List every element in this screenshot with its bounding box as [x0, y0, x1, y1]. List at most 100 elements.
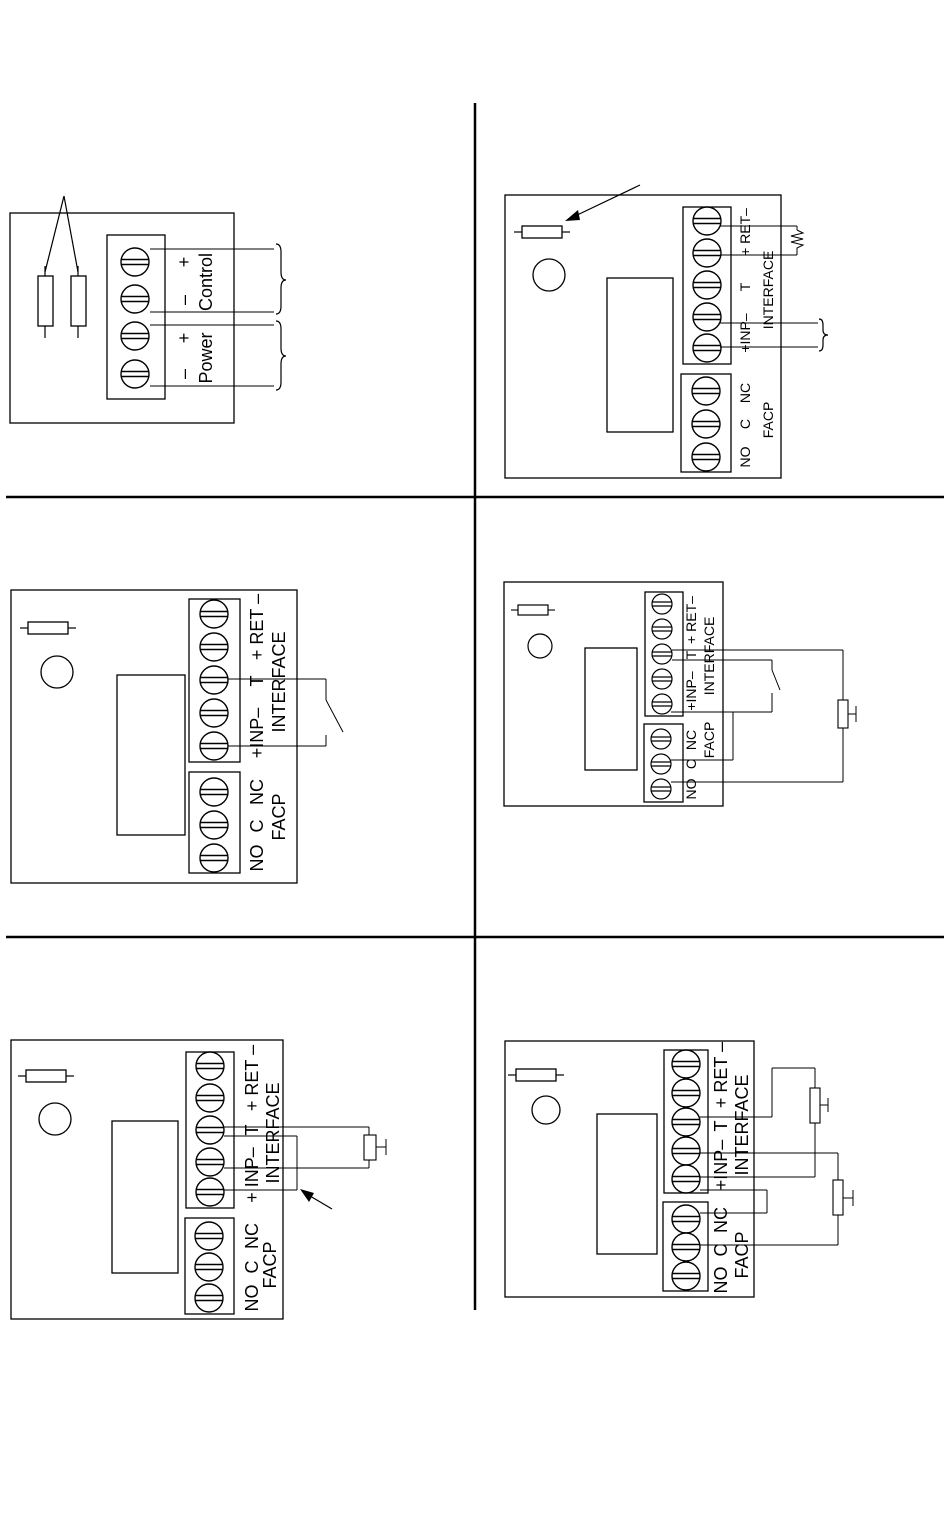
screw-terminal-icon [693, 271, 721, 299]
screw-terminal-icon [200, 666, 228, 694]
screw-terminal-icon [200, 600, 228, 628]
relay-component [585, 648, 637, 770]
screw-terminal-icon [652, 644, 672, 664]
label-t: T [683, 650, 699, 659]
screw-terminal-icon [200, 844, 228, 872]
label-facp: FACP [260, 1241, 280, 1288]
screw-terminal-icon [672, 1108, 700, 1136]
panel-pushbutton-input: + RET – T + INP– INTERFACE NC C NO FACP [11, 1040, 386, 1319]
power-minus-label: – [174, 369, 194, 379]
resistor-icon [508, 1069, 564, 1081]
screw-terminal-icon [652, 669, 672, 689]
screw-terminal-icon [693, 207, 721, 235]
control-minus-label: – [174, 295, 194, 305]
screw-terminal-icon [672, 1233, 700, 1261]
relay-component [112, 1121, 178, 1273]
label-ret: + RET – [247, 594, 267, 660]
label-interface: INTERFACE [263, 1082, 283, 1183]
pushbutton-icon [364, 1135, 376, 1160]
switch-icon [326, 700, 343, 732]
led-indicator [41, 656, 73, 688]
screw-terminal-icon [672, 1079, 700, 1107]
screw-terminal-icon [672, 1165, 700, 1193]
label-no: NO [247, 845, 267, 872]
relay-component [607, 278, 673, 432]
label-nc: NC [711, 1207, 731, 1233]
screw-terminal-icon [200, 778, 228, 806]
led-indicator [528, 634, 552, 658]
screw-terminal-icon [196, 1148, 224, 1176]
pushbutton-icon [810, 1088, 820, 1123]
label-no: NO [242, 1285, 262, 1312]
label-t: T [711, 1121, 731, 1132]
screw-terminal-icon [200, 732, 228, 760]
label-facp: FACP [732, 1231, 752, 1278]
screw-terminal-icon [200, 633, 228, 661]
label-facp: FACP [760, 402, 776, 439]
brace-icon [276, 244, 286, 314]
label-interface: INTERFACE [269, 631, 289, 732]
relay-component [597, 1114, 657, 1254]
label-t: T [247, 676, 267, 687]
screw-terminal-icon [121, 360, 149, 388]
label-interface: INTERFACE [760, 251, 776, 330]
power-label: Power [196, 332, 216, 383]
label-inp: +INP– [247, 708, 267, 759]
screw-terminal-icon [652, 694, 672, 714]
label-facp: FACP [269, 793, 289, 840]
pushbutton-icon [833, 1180, 843, 1215]
resistor-icon [20, 622, 76, 634]
label-nc: NC [737, 383, 753, 403]
relay-component [117, 675, 185, 835]
label-c: C [737, 419, 753, 429]
led-indicator [533, 259, 565, 291]
screw-terminal-icon [692, 410, 720, 438]
label-nc: NC [247, 779, 267, 805]
resistor-icon [511, 605, 555, 615]
label-c: C [242, 1261, 262, 1274]
screw-terminal-icon [651, 779, 671, 799]
screw-terminal-icon [195, 1284, 223, 1312]
control-plus-label: + [174, 257, 194, 268]
screw-terminal-icon [121, 285, 149, 313]
panel-switch-input: + RET – T +INP– INTERFACE NC C NO FACP [11, 590, 343, 883]
label-no: NO [683, 778, 699, 799]
label-facp: FACP [701, 722, 717, 759]
screw-terminal-icon [121, 322, 149, 350]
label-t: T [737, 282, 753, 291]
brace-icon [819, 319, 828, 351]
panel-dual-pushbutton: + RET – T +INP– INTERFACE NC C NO FACP [505, 1041, 853, 1297]
led-indicator [532, 1096, 560, 1124]
switch-icon [772, 670, 780, 690]
screw-terminal-icon [195, 1253, 223, 1281]
screw-terminal-icon [672, 1205, 700, 1233]
brace-icon [276, 321, 286, 390]
panel-switch-pushbutton: + RET– T +INP– INTERFACE NC C NO FACP [504, 582, 856, 806]
screw-terminal-icon [651, 729, 671, 749]
screw-terminal-icon [121, 248, 149, 276]
screw-terminal-icon [693, 334, 721, 362]
led-indicator [39, 1103, 71, 1135]
label-nc: NC [683, 730, 699, 750]
control-label: Control [196, 253, 216, 311]
label-c: C [711, 1244, 731, 1257]
label-t: T [242, 1125, 262, 1136]
panel-power-control: + – Control + – Power [10, 196, 286, 423]
label-nc: NC [242, 1223, 262, 1249]
screw-terminal-icon [692, 443, 720, 471]
screw-terminal-icon [652, 594, 672, 614]
screw-terminal-icon [651, 754, 671, 774]
label-inp: +INP– [737, 313, 753, 353]
label-no: NO [737, 446, 753, 467]
screw-terminal-icon [196, 1052, 224, 1080]
label-c: C [683, 759, 699, 769]
screw-terminal-icon [195, 1222, 223, 1250]
screw-terminal-icon [693, 239, 721, 267]
label-ret: + RET– [683, 596, 699, 644]
screw-terminal-icon [672, 1137, 700, 1165]
screw-terminal-icon [693, 303, 721, 331]
screw-terminal-icon [200, 811, 228, 839]
resistor-icon [791, 230, 803, 255]
screw-terminal-icon [652, 619, 672, 639]
